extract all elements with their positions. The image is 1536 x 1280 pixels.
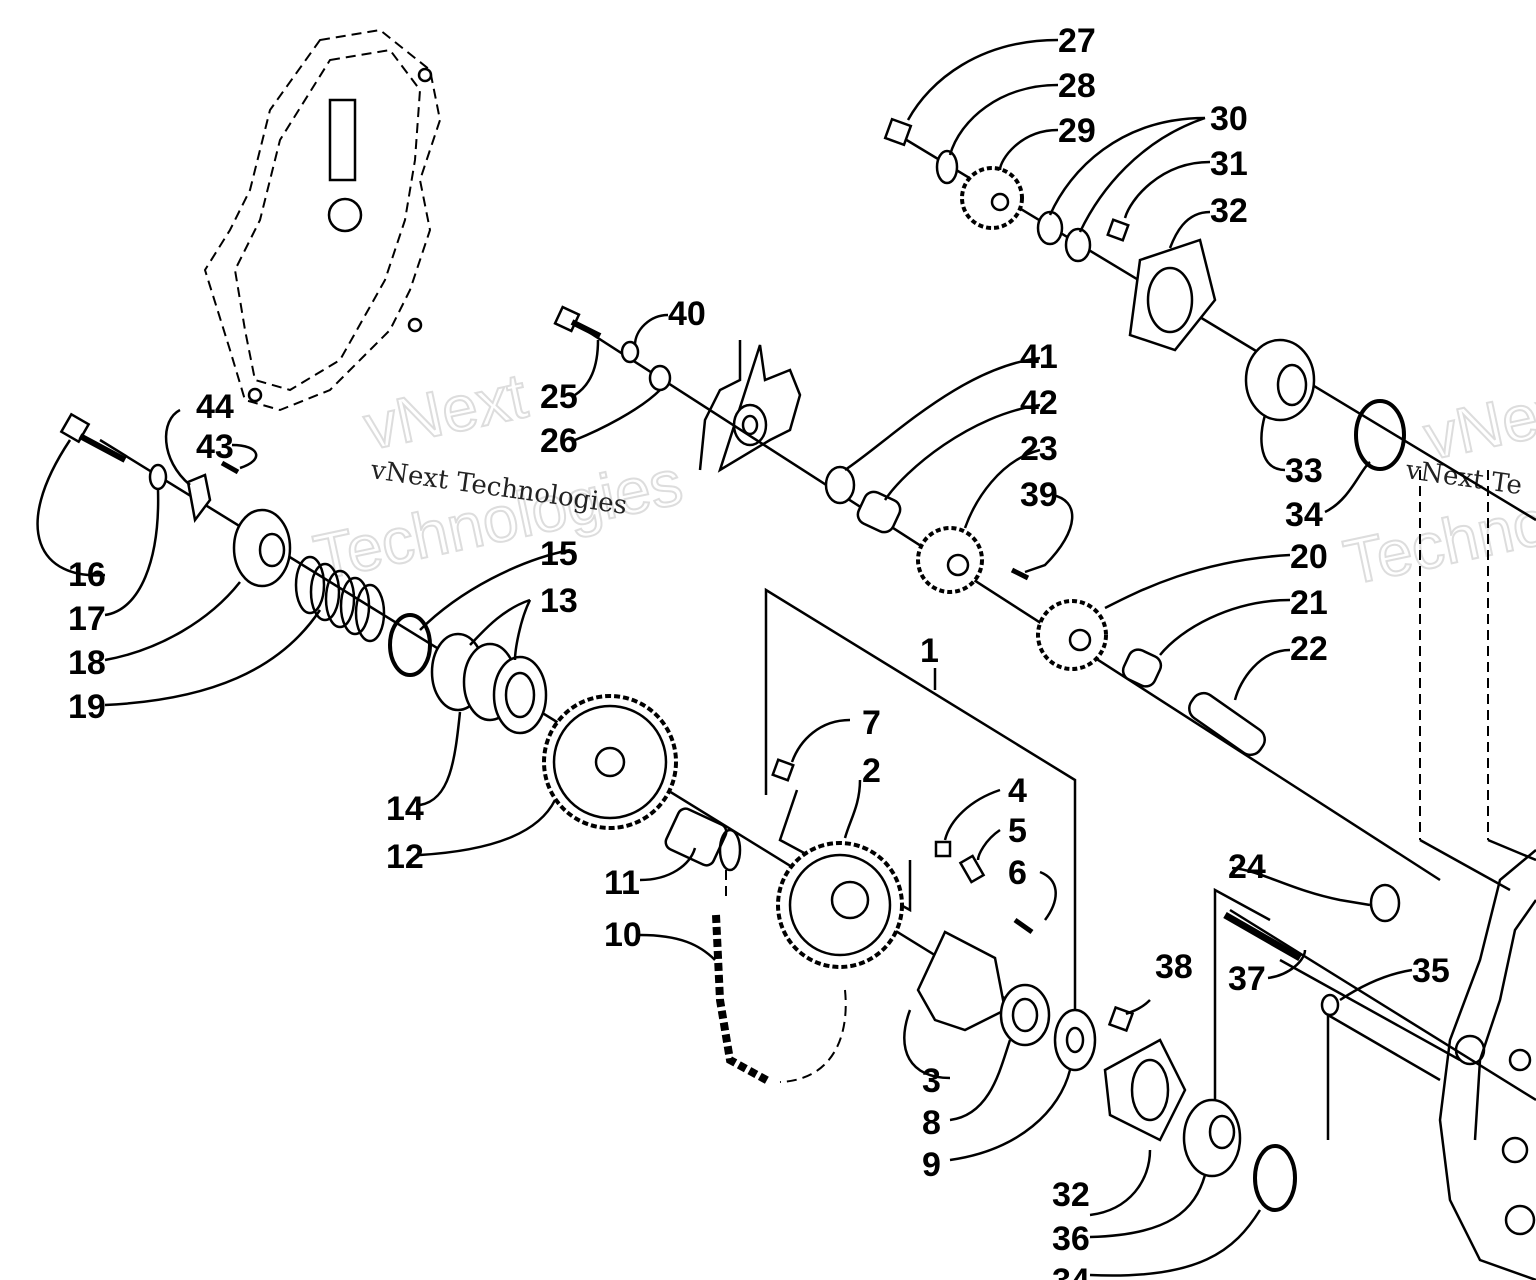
callout-label: 42: [1020, 384, 1058, 422]
callout-label: 38: [1155, 948, 1193, 986]
callout-label: 20: [1290, 538, 1328, 576]
callout-label: 26: [540, 422, 578, 460]
callout-label: 29: [1058, 112, 1096, 150]
parts: [59, 117, 1406, 1212]
chaincase-housing: [1438, 849, 1536, 1280]
callout-label: 37: [1228, 960, 1266, 998]
callout-label: 7: [862, 704, 881, 742]
callout-label: 1: [920, 632, 939, 670]
callout-label: 39: [1020, 476, 1058, 514]
callout-label: 11: [604, 864, 640, 902]
callout-label: 25: [540, 378, 578, 416]
callout-label: 35: [1412, 952, 1450, 990]
callout-label: 23: [1020, 430, 1058, 468]
callout-label: 4: [1008, 772, 1027, 810]
callout-label: 41: [1020, 338, 1058, 376]
callout-label: 32: [1210, 192, 1248, 230]
callout-label: 43: [196, 428, 234, 466]
callout-label: 44: [196, 388, 234, 426]
callout-label: 17: [68, 600, 106, 638]
callout-label: 27: [1058, 22, 1096, 60]
callout-label: 28: [1058, 67, 1096, 105]
callout-label: 6: [1008, 854, 1027, 892]
callout-label: 36: [1052, 1220, 1090, 1258]
callout-label: 30: [1210, 100, 1248, 138]
watermark-text: vNext: [358, 359, 533, 463]
callout-label: 14: [386, 790, 424, 828]
callout-label: 8: [922, 1104, 941, 1142]
callout-label: 34: [1052, 1262, 1090, 1280]
callout-label: 12: [386, 838, 424, 876]
callout-label: 5: [1008, 812, 1027, 850]
callout-label: 32: [1052, 1176, 1090, 1214]
callout-label: 15: [540, 535, 578, 573]
callout-label: 34: [1285, 496, 1323, 534]
callout-label: 40: [668, 295, 706, 333]
frame-bracket: [698, 340, 802, 473]
leader-lines: [36, 38, 1413, 1277]
spring: [294, 555, 386, 643]
callout-label: 10: [604, 916, 642, 954]
callout-label: 2: [862, 752, 881, 790]
callout-label: 31: [1210, 145, 1248, 183]
callout-label: 13: [540, 582, 578, 620]
callout-label: 19: [68, 688, 106, 726]
callout-label: 21: [1290, 584, 1328, 622]
callout-label: 24: [1228, 848, 1266, 886]
callout-label: 3: [922, 1062, 941, 1100]
chaincase-cover: [203, 28, 442, 412]
watermark-text: Technologies: [308, 446, 688, 594]
callout-label: 33: [1285, 452, 1323, 490]
callout-label: 22: [1290, 630, 1328, 668]
callout-label: 9: [922, 1146, 941, 1184]
callout-labels: 1 2 3 4 5 6 7 8 9 10 11 12 13 14 15 16 1…: [68, 22, 1450, 1280]
callout-label: 16: [68, 556, 106, 594]
callout-label: 18: [68, 644, 106, 682]
